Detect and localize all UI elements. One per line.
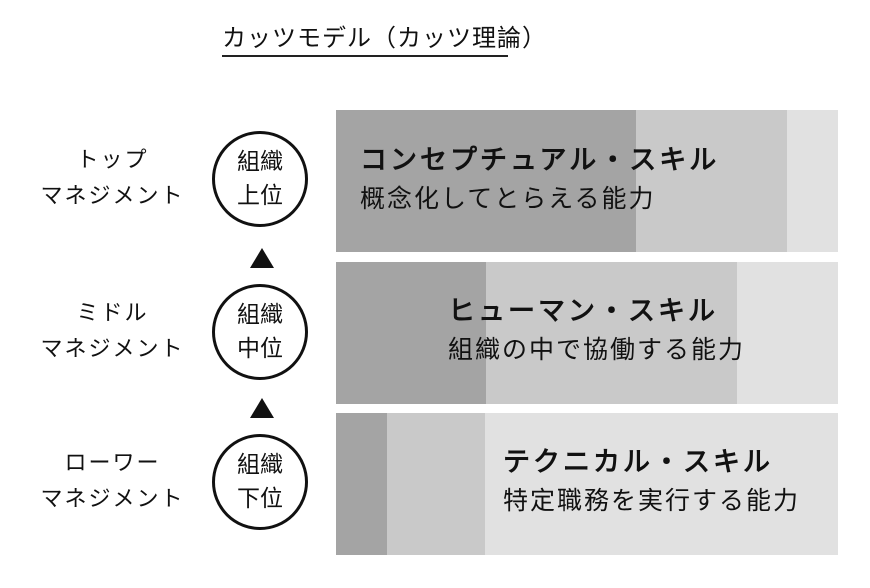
skill-bar-middle (336, 262, 838, 404)
diagram-title: カッツモデル（カッツ理論） (222, 24, 547, 52)
level-label-line1: ローワー (64, 451, 161, 476)
human-segment (486, 262, 737, 404)
level-label-middle: ミドル マネジメント (30, 296, 195, 368)
conceptual-segment (336, 110, 636, 252)
org-level-circle-lower: 組織 下位 (212, 434, 308, 530)
conceptual-segment (336, 262, 486, 404)
technical-segment (485, 413, 838, 555)
level-label-line2: マネジメント (40, 184, 185, 209)
circle-line2: 下位 (237, 486, 283, 512)
skill-description: 概念化してとらえる能力 (360, 184, 656, 213)
human-segment (387, 413, 485, 555)
skill-bar-lower (336, 413, 838, 555)
skill-description: 特定職務を実行する能力 (503, 486, 801, 515)
title-underline (222, 55, 508, 57)
technical-segment (737, 262, 838, 404)
triangle-up-icon (250, 398, 274, 418)
circle-line1: 組織 (237, 452, 283, 478)
human-segment (636, 110, 787, 252)
level-label-line1: ミドル (76, 301, 149, 326)
technical-segment (787, 110, 838, 252)
circle-line2: 上位 (237, 183, 283, 209)
skill-description: 組織の中で協働する能力 (448, 335, 746, 364)
circle-line1: 組織 (237, 302, 283, 328)
skill-label-human: ヒューマン・スキル 組織の中で協働する能力 (448, 293, 745, 369)
skill-bar-top (336, 110, 838, 252)
circle-line2: 中位 (237, 336, 283, 362)
level-label-line1: トップ (76, 148, 149, 173)
skill-label-technical: テクニカル・スキル 特定職務を実行する能力 (503, 444, 800, 520)
org-level-circle-middle: 組織 中位 (212, 284, 308, 380)
skill-title: コンセプチュアル・スキル (360, 145, 720, 176)
org-level-circle-upper: 組織 上位 (212, 131, 308, 227)
level-label-line2: マネジメント (40, 487, 185, 512)
triangle-up-icon (250, 248, 274, 268)
level-label-lower: ローワー マネジメント (30, 446, 195, 518)
circle-line1: 組織 (237, 149, 283, 175)
skill-label-conceptual: コンセプチュアル・スキル 概念化してとらえる能力 (360, 142, 719, 218)
skill-title: テクニカル・スキル (503, 447, 773, 478)
skill-title: ヒューマン・スキル (448, 296, 718, 327)
conceptual-segment (336, 413, 387, 555)
level-label-top: トップ マネジメント (30, 143, 195, 215)
level-label-line2: マネジメント (40, 337, 185, 362)
